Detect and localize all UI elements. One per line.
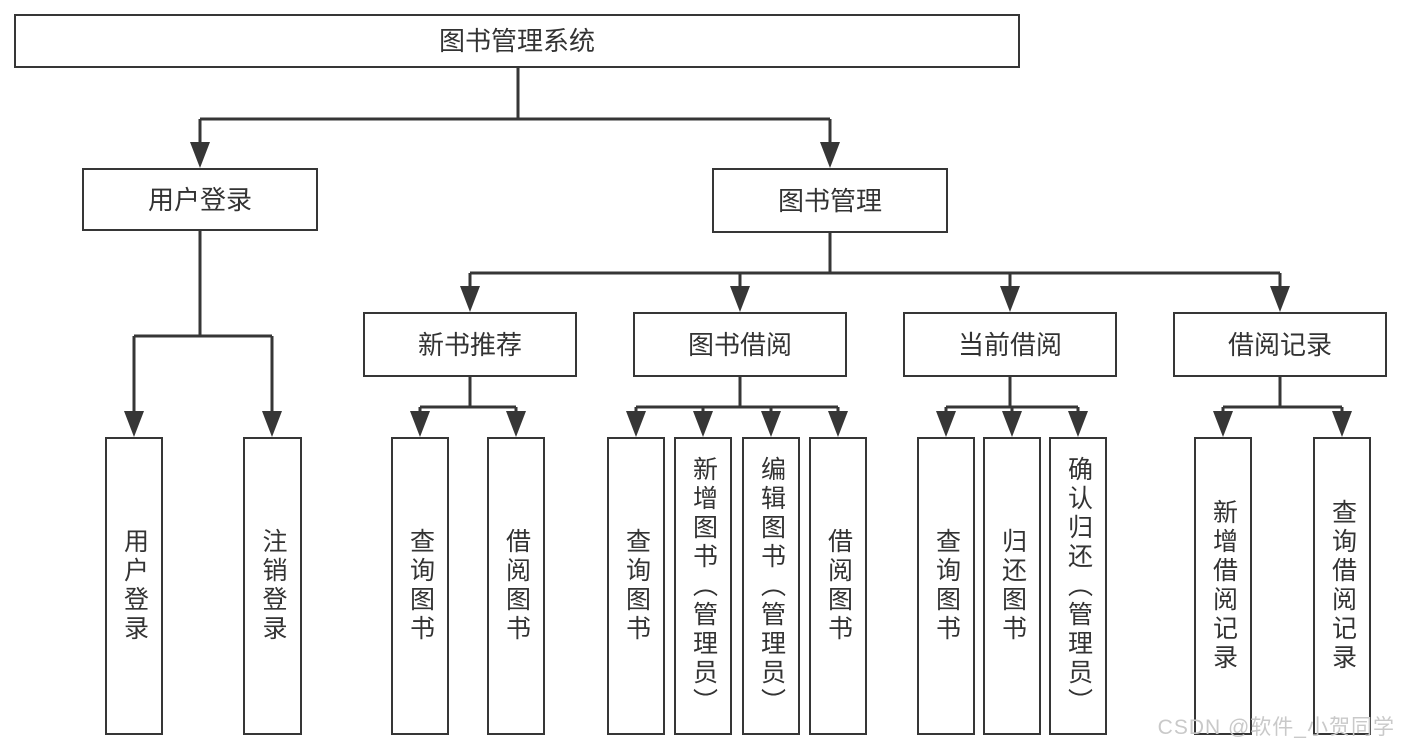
node-br-query-record: 查询借阅记录 <box>1313 437 1371 735</box>
node-library-system: 图书管理系统 <box>14 14 1020 68</box>
node-bw-borrow-books: 借阅图书 <box>809 437 867 735</box>
node-bw-query-books: 查询图书 <box>607 437 665 735</box>
node-nb-query-books: 查询图书 <box>391 437 449 735</box>
node-logout-leaf: 注销登录 <box>243 437 302 735</box>
node-borrow-records: 借阅记录 <box>1173 312 1387 377</box>
node-user-login: 用户登录 <box>82 168 318 231</box>
node-book-management: 图书管理 <box>712 168 948 233</box>
node-nb-borrow-books: 借阅图书 <box>487 437 545 735</box>
node-new-book-recommend: 新书推荐 <box>363 312 577 377</box>
node-book-borrow: 图书借阅 <box>633 312 847 377</box>
node-user-login-leaf: 用户登录 <box>105 437 163 735</box>
node-bw-add-books: 新增图书（管理员） <box>674 437 732 735</box>
node-cb-confirm-return: 确认归还（管理员） <box>1049 437 1107 735</box>
node-current-borrow: 当前借阅 <box>903 312 1117 377</box>
node-bw-edit-books: 编辑图书（管理员） <box>742 437 800 735</box>
node-cb-query-books: 查询图书 <box>917 437 975 735</box>
node-cb-return-books: 归还图书 <box>983 437 1041 735</box>
node-br-add-record: 新增借阅记录 <box>1194 437 1252 735</box>
watermark: CSDN @软件_小贺同学 <box>1157 716 1395 739</box>
